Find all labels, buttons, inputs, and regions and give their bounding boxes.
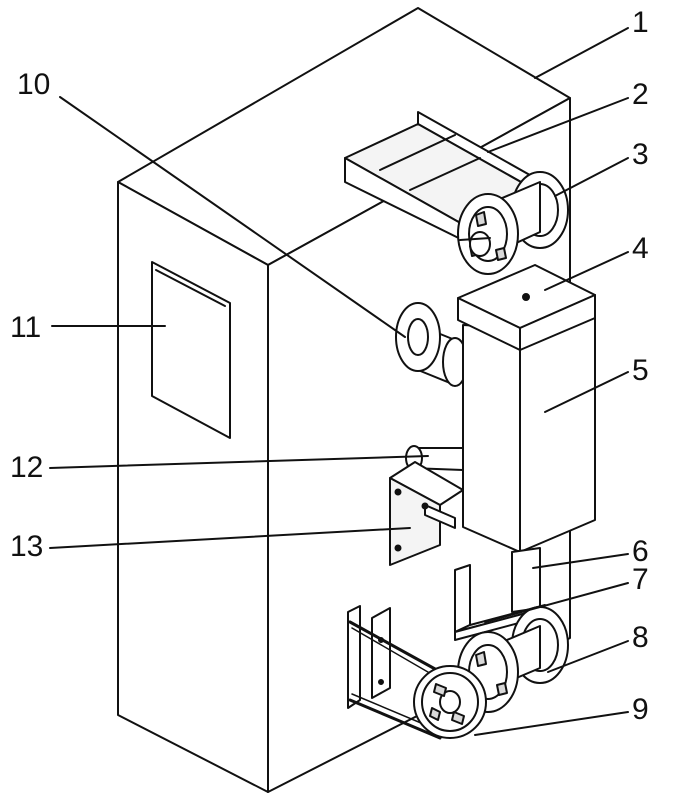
window-inner-edge	[155, 269, 226, 307]
callout-1: 1	[632, 6, 649, 39]
callout-11: 11	[10, 311, 42, 344]
spool-spoke	[475, 211, 487, 227]
leader-12	[49, 455, 429, 469]
mount-bracket	[371, 607, 391, 699]
pulley-spoke	[433, 683, 447, 697]
window-frame	[151, 261, 231, 439]
leader-7	[484, 582, 629, 623]
callout-3: 3	[632, 138, 649, 171]
bracket-plate	[389, 477, 441, 566]
leader-4	[544, 251, 629, 291]
upper-spool	[457, 171, 569, 275]
callout-9: 9	[632, 693, 649, 726]
housing-cap	[457, 264, 596, 351]
bracket-bolt	[394, 488, 402, 496]
leader-3	[554, 157, 629, 197]
leader-2	[487, 97, 629, 153]
cap-side	[519, 294, 596, 351]
tray-inner-line-2	[409, 157, 481, 191]
tray-inner-line	[379, 134, 456, 171]
lower-spool-spoke	[475, 651, 487, 667]
spool-spoke	[495, 247, 507, 261]
callout-8: 8	[632, 621, 649, 654]
pulley-spoke	[451, 711, 465, 725]
leader-lines	[49, 27, 629, 736]
lower-stem	[511, 547, 541, 613]
leader-13	[49, 527, 411, 549]
callout-2: 2	[632, 78, 649, 111]
lower-tray-back	[454, 564, 471, 633]
bracket-gusset	[424, 504, 456, 529]
callout-12: 12	[10, 451, 44, 484]
spool-axle	[469, 231, 491, 257]
roller-flange-inner	[407, 318, 429, 356]
leader-6	[532, 553, 629, 569]
lower-spool-spoke	[496, 682, 508, 696]
callout-10: 10	[17, 68, 51, 101]
leader-1	[534, 27, 629, 79]
callout-5: 5	[632, 354, 649, 387]
mount-bolt	[378, 679, 384, 685]
pulley-hub	[439, 690, 461, 714]
callout-6: 6	[632, 535, 649, 568]
bracket	[389, 461, 464, 566]
drive-arm	[459, 237, 491, 241]
cap-hole	[522, 293, 530, 301]
leader-9	[474, 711, 629, 736]
stem-body	[511, 547, 541, 613]
bracket-bolt	[421, 502, 429, 510]
vertical-housing	[462, 294, 596, 553]
callout-4: 4	[632, 232, 649, 265]
pulley-spoke	[429, 707, 441, 721]
leader-8	[547, 640, 629, 673]
cabinet-front-face	[117, 181, 269, 793]
housing-front-face	[462, 324, 521, 553]
belt-lower	[348, 698, 442, 740]
bracket-bolt	[394, 544, 402, 552]
window-panel	[151, 261, 231, 439]
pulley	[413, 665, 487, 739]
leader-10	[59, 96, 406, 338]
callout-7: 7	[632, 563, 649, 596]
leader-5	[544, 371, 629, 413]
callout-13: 13	[10, 530, 44, 563]
